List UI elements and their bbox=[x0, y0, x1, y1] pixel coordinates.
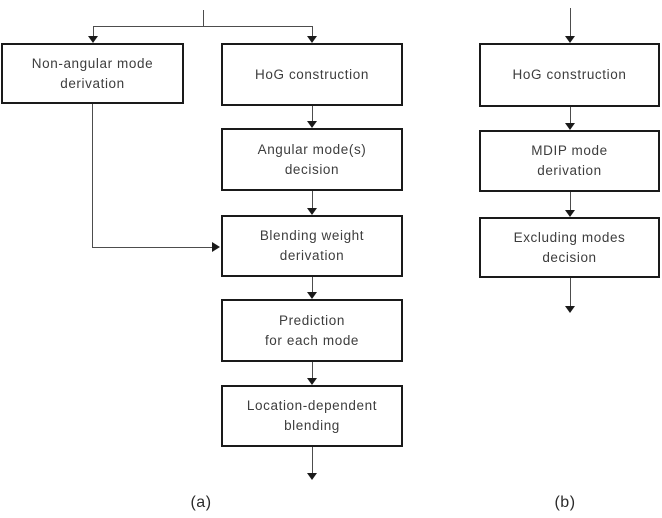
arrowhead-down-icon bbox=[565, 123, 575, 130]
input-stub-line bbox=[203, 10, 204, 26]
arrowhead-down-icon bbox=[307, 378, 317, 385]
output-line-b bbox=[570, 278, 571, 307]
node-hog-construction-a: HoG construction bbox=[221, 43, 403, 106]
arrowhead-down-icon bbox=[307, 208, 317, 215]
node-angular-modes-decision: Angular mode(s) decision bbox=[221, 128, 403, 191]
flow-line bbox=[570, 107, 571, 124]
node-blending-weight-derivation: Blending weight derivation bbox=[221, 215, 403, 277]
input-line-b bbox=[570, 8, 571, 37]
branch-right-line bbox=[312, 26, 313, 37]
elbow-horizontal-line bbox=[92, 247, 212, 248]
arrowhead-down-icon bbox=[565, 306, 575, 313]
node-location-dependent-blending: Location-dependent blending bbox=[221, 385, 403, 447]
arrowhead-down-icon bbox=[307, 121, 317, 128]
node-non-angular-mode-derivation: Non-angular mode derivation bbox=[1, 43, 184, 104]
node-hog-construction-b: HoG construction bbox=[479, 43, 660, 107]
flow-line bbox=[312, 277, 313, 293]
branch-left-line bbox=[93, 26, 94, 37]
node-prediction-for-each-mode: Prediction for each mode bbox=[221, 299, 403, 362]
flow-line bbox=[312, 191, 313, 209]
arrowhead-down-icon bbox=[565, 210, 575, 217]
split-horizontal-line bbox=[93, 26, 313, 27]
arrowhead-right-icon bbox=[212, 242, 220, 252]
flow-line bbox=[312, 362, 313, 379]
arrowhead-down-icon bbox=[565, 36, 575, 43]
flow-line bbox=[312, 106, 313, 122]
arrowhead-down-icon bbox=[88, 36, 98, 43]
output-line-a bbox=[312, 447, 313, 474]
panel-a-caption: (a) bbox=[190, 494, 212, 511]
flow-line bbox=[570, 192, 571, 211]
arrowhead-down-icon bbox=[307, 473, 317, 480]
arrowhead-down-icon bbox=[307, 36, 317, 43]
node-mdip-mode-derivation: MDIP mode derivation bbox=[479, 130, 660, 192]
arrowhead-down-icon bbox=[307, 292, 317, 299]
node-excluding-modes-decision: Excluding modes decision bbox=[479, 217, 660, 278]
panel-b-caption: (b) bbox=[554, 494, 576, 511]
elbow-vertical-line bbox=[92, 104, 93, 247]
